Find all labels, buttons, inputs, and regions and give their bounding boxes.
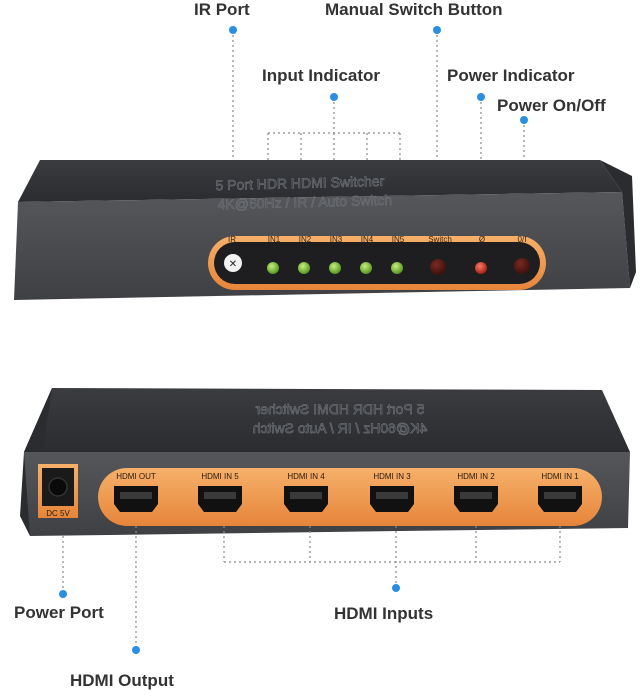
front-label-in2: IN2 (299, 235, 312, 244)
front-label-in5: IN5 (392, 235, 405, 244)
callout-hdmi-inputs: HDMI Inputs (334, 604, 434, 623)
callouts-top (232, 30, 525, 160)
led-in1 (267, 262, 279, 274)
hdmi-port-in2[interactable] (454, 486, 498, 512)
front-label-switch: Switch (428, 235, 452, 244)
manual-switch-button[interactable] (430, 259, 446, 275)
port-label-hdmi-in2: HDMI IN 2 (457, 472, 495, 481)
ir-receiver-window (224, 254, 242, 272)
rear-title-line1: 5 Port HDR HDMI Switcher (255, 401, 424, 417)
front-dark-panel (214, 242, 540, 284)
front-unit: 5 Port HDR HDMI Switcher 4K@60Hz / IR / … (14, 160, 636, 300)
callout-hdmi-output: HDMI Output (70, 671, 174, 690)
hdmi-port-in4[interactable] (284, 486, 328, 512)
callout-power-on-off: Power On/Off (497, 96, 606, 115)
callout-dots-bottom (59, 584, 400, 654)
port-label-hdmi-in3: HDMI IN 3 (373, 472, 411, 481)
hdmi-orange-panel (98, 468, 602, 526)
power-jack-label: DC 5V (46, 509, 70, 518)
front-title-line2: 4K@60Hz / IR / Auto Switch (217, 192, 392, 213)
front-label-in4: IN4 (361, 235, 374, 244)
power-jack-socket[interactable] (48, 477, 68, 497)
front-title-line1: 5 Port HDR HDMI Switcher (215, 173, 385, 193)
rear-title-line2: 4K@60Hz / IR / Auto Switch (253, 420, 428, 436)
port-label-hdmi-in4: HDMI IN 4 (287, 472, 325, 481)
callout-ir-port: IR Port (194, 0, 250, 19)
led-in5 (391, 262, 403, 274)
port-label-hdmi-in5: HDMI IN 5 (201, 472, 239, 481)
callout-dots-top (229, 26, 528, 124)
power-button[interactable] (514, 258, 530, 274)
callout-input-indicator: Input Indicator (262, 66, 381, 85)
callouts-bottom (62, 526, 561, 650)
front-label-in1: IN1 (268, 235, 281, 244)
port-label-hdmi-out: HDMI OUT (116, 472, 156, 481)
front-label-in3: IN3 (330, 235, 343, 244)
rear-unit-top (24, 388, 630, 452)
front-label-power-onoff: 0/I (518, 235, 527, 244)
front-label-ir: IR (228, 235, 236, 244)
hdmi-port-in3[interactable] (370, 486, 414, 512)
front-unit-side (600, 160, 636, 288)
hdmi-port-in1[interactable] (538, 486, 582, 512)
callout-power-port: Power Port (14, 603, 104, 622)
callout-manual-switch-button: Manual Switch Button (325, 0, 503, 19)
hdmi-port-out[interactable] (114, 486, 158, 512)
port-label-hdmi-in1: HDMI IN 1 (541, 472, 579, 481)
led-in4 (360, 262, 372, 274)
led-in2 (298, 262, 310, 274)
ir-x-icon: ✕ (229, 259, 237, 270)
rear-unit: 5 Port HDR HDMI Switcher 4K@60Hz / IR / … (20, 388, 630, 536)
power-led (475, 262, 487, 274)
hdmi-port-in5[interactable] (198, 486, 242, 512)
led-in3 (329, 262, 341, 274)
front-label-power-indicator: Ø (479, 235, 485, 244)
front-unit-top (18, 160, 622, 202)
callout-power-indicator: Power Indicator (447, 66, 575, 85)
